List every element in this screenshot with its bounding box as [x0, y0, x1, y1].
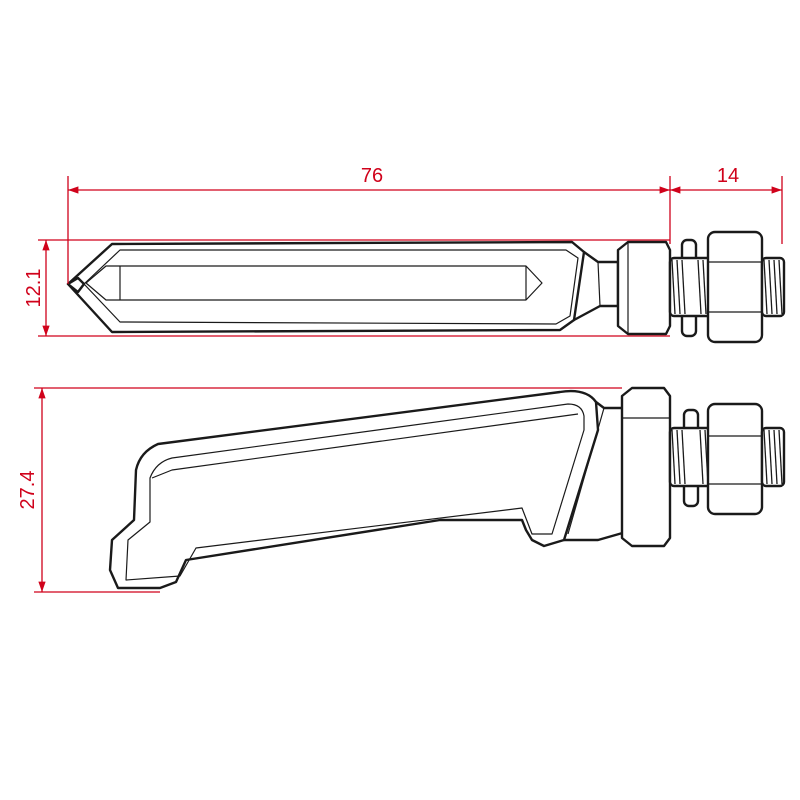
- top-tip: [66, 276, 86, 294]
- side-housing-outline: [108, 389, 600, 590]
- dim-label-27-4: 27.4: [17, 471, 39, 510]
- dimension-annotations: 76 14 12.1 27.4: [17, 165, 783, 593]
- thread-line: [763, 259, 768, 315]
- thread-line: [681, 429, 686, 485]
- top-mount-block: [616, 240, 672, 336]
- side-housing-inner: [125, 403, 585, 581]
- thread-line: [773, 259, 778, 315]
- top-body-outline: [66, 240, 586, 334]
- thread-line: [768, 259, 773, 315]
- side-nut: [706, 402, 764, 516]
- top-bolt-thread-right: [760, 256, 786, 318]
- side-mount-block: [620, 386, 672, 548]
- thread-line: [676, 429, 681, 485]
- top-body-inner-outline: [83, 249, 579, 325]
- side-thread-lines: [671, 429, 783, 485]
- dim-label-12-1: 12.1: [23, 269, 45, 308]
- thread-line: [768, 429, 773, 485]
- thread-line: [697, 259, 702, 315]
- thread-line: [671, 429, 676, 485]
- thread-line: [702, 259, 707, 315]
- thread-line: [773, 429, 778, 485]
- side-neck: [562, 400, 628, 542]
- thread-line: [671, 259, 676, 315]
- dim-label-76: 76: [361, 165, 383, 187]
- thread-line: [763, 429, 768, 485]
- top-neck: [572, 250, 620, 322]
- top-thread-lines: [671, 259, 783, 315]
- thread-line: [778, 429, 783, 485]
- side-view: [108, 386, 786, 590]
- thread-line: [704, 429, 709, 485]
- top-view: [66, 230, 786, 344]
- side-bolt-thread-right: [760, 426, 786, 488]
- thread-line: [681, 259, 686, 315]
- thread-line: [676, 259, 681, 315]
- thread-line: [699, 429, 704, 485]
- side-neck-line: [567, 407, 605, 535]
- thread-line: [778, 259, 783, 315]
- dim-label-14: 14: [717, 165, 739, 187]
- top-neck-line: [597, 261, 601, 307]
- side-lens-upper-edge: [151, 413, 579, 479]
- top-light-strip: [85, 265, 543, 301]
- top-nut: [706, 230, 764, 344]
